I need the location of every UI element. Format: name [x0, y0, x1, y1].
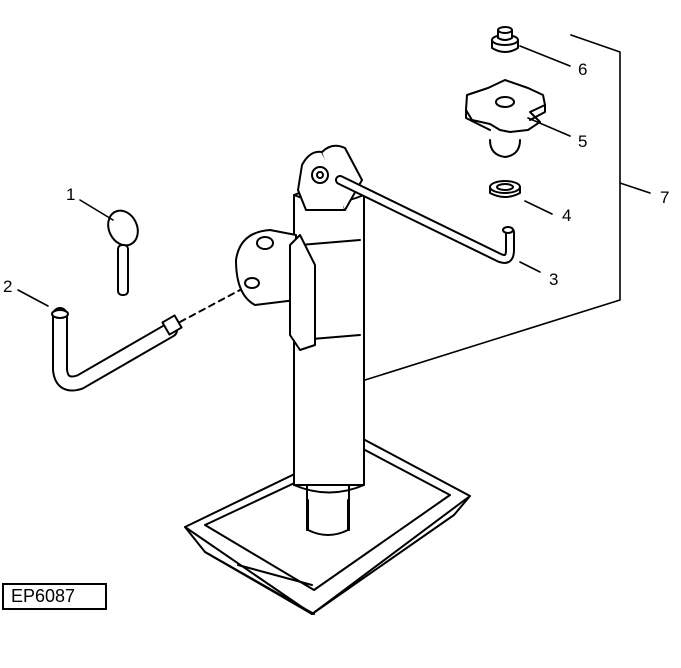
callout-1: 1 [66, 185, 75, 204]
callout-labels: 1 2 3 4 5 6 7 [3, 60, 669, 296]
cross-knob-part [465, 79, 546, 158]
washer-part [489, 180, 521, 198]
callout-5: 5 [578, 132, 587, 151]
callout-4: 4 [562, 206, 571, 225]
crank-handle [335, 175, 515, 264]
ring-pin-part [107, 209, 139, 296]
callout-6: 6 [578, 60, 587, 79]
leader-lines [17, 34, 651, 381]
callout-3: 3 [549, 270, 558, 289]
figure-code-label: EP6087 [2, 583, 107, 610]
bushing-part [491, 26, 519, 53]
jack-cylinder [293, 186, 365, 536]
callout-2: 2 [3, 277, 12, 296]
l-pin-part [51, 289, 241, 392]
callout-7: 7 [660, 188, 669, 207]
jack-side-mount [235, 229, 316, 351]
